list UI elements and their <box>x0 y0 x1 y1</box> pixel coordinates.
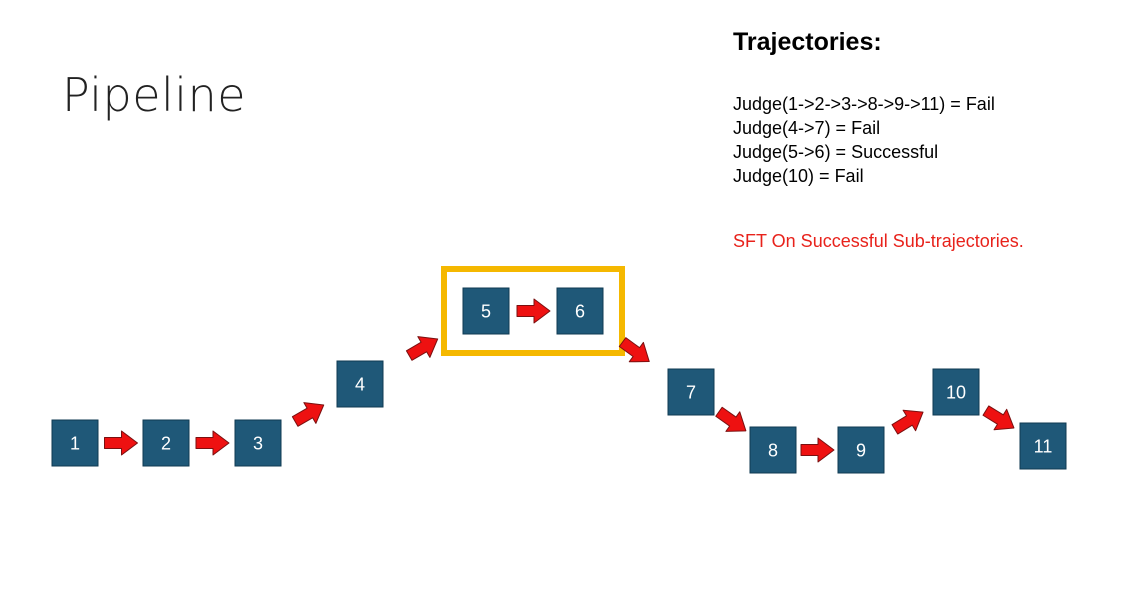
arrow-icon <box>516 298 551 324</box>
pipeline-node-box <box>462 287 510 335</box>
pipeline-node: 3 <box>234 419 282 467</box>
trajectory-judgement: Judge(5->6) = Successful <box>733 142 939 162</box>
successful-subtrajectory-highlight <box>441 266 625 356</box>
sft-note: SFT On Successful Sub-trajectories. <box>733 231 1024 251</box>
pipeline-node: 11 <box>1019 422 1067 470</box>
pipeline-node-label: 11 <box>1034 437 1053 457</box>
pipeline-node-box <box>837 426 885 474</box>
pipeline-node-label: 2 <box>161 434 171 454</box>
pipeline-node-label: 4 <box>355 375 365 395</box>
pipeline-node-label: 1 <box>70 434 80 454</box>
pipeline-node: 5 <box>462 287 510 335</box>
arrow-icon <box>104 430 138 456</box>
pipeline-node: 10 <box>932 368 980 416</box>
arrow-icon <box>405 336 439 361</box>
pipeline-node-label: 5 <box>481 302 491 322</box>
pipeline-node-box <box>667 368 715 416</box>
pipeline-node-box <box>234 419 282 467</box>
pipeline-node-box <box>556 287 604 335</box>
pipeline-node: 9 <box>837 426 885 474</box>
pipeline-node-label: 10 <box>946 383 966 403</box>
arrow-icon <box>982 405 1015 431</box>
trajectory-list: Judge(1->2->3->8->9->11) = Fail Judge(4-… <box>733 92 995 188</box>
trajectories-heading: Trajectories: <box>733 28 882 56</box>
pipeline-node-box <box>336 360 384 408</box>
arrow-icon <box>715 406 747 432</box>
arrow-icon <box>891 409 924 435</box>
pipeline-node: 6 <box>556 287 604 335</box>
pipeline-node: 1 <box>51 419 99 467</box>
arrow-icon <box>618 337 650 363</box>
pipeline-node-box <box>932 368 980 416</box>
page-title: Pipeline <box>62 68 247 122</box>
arrow-icon <box>291 402 325 427</box>
pipeline-node-box <box>1019 422 1067 470</box>
pipeline-node-label: 8 <box>768 441 778 461</box>
pipeline-node: 4 <box>336 360 384 408</box>
pipeline-node-label: 9 <box>856 441 866 461</box>
pipeline-node-box <box>749 426 797 474</box>
pipeline-node-box <box>142 419 190 467</box>
pipeline-node-box <box>51 419 99 467</box>
pipeline-node: 2 <box>142 419 190 467</box>
arrow-icon <box>800 437 835 463</box>
trajectory-judgement: Judge(4->7) = Fail <box>733 118 881 138</box>
pipeline-node: 8 <box>749 426 797 474</box>
arrow-icon <box>195 430 230 456</box>
trajectory-judgement: Judge(10) = Fail <box>733 166 864 186</box>
trajectory-judgement: Judge(1->2->3->8->9->11) = Fail <box>733 94 995 114</box>
pipeline-node: 7 <box>667 368 715 416</box>
pipeline-node-label: 3 <box>253 434 263 454</box>
pipeline-node-label: 6 <box>575 302 585 322</box>
pipeline-node-label: 7 <box>686 383 696 403</box>
